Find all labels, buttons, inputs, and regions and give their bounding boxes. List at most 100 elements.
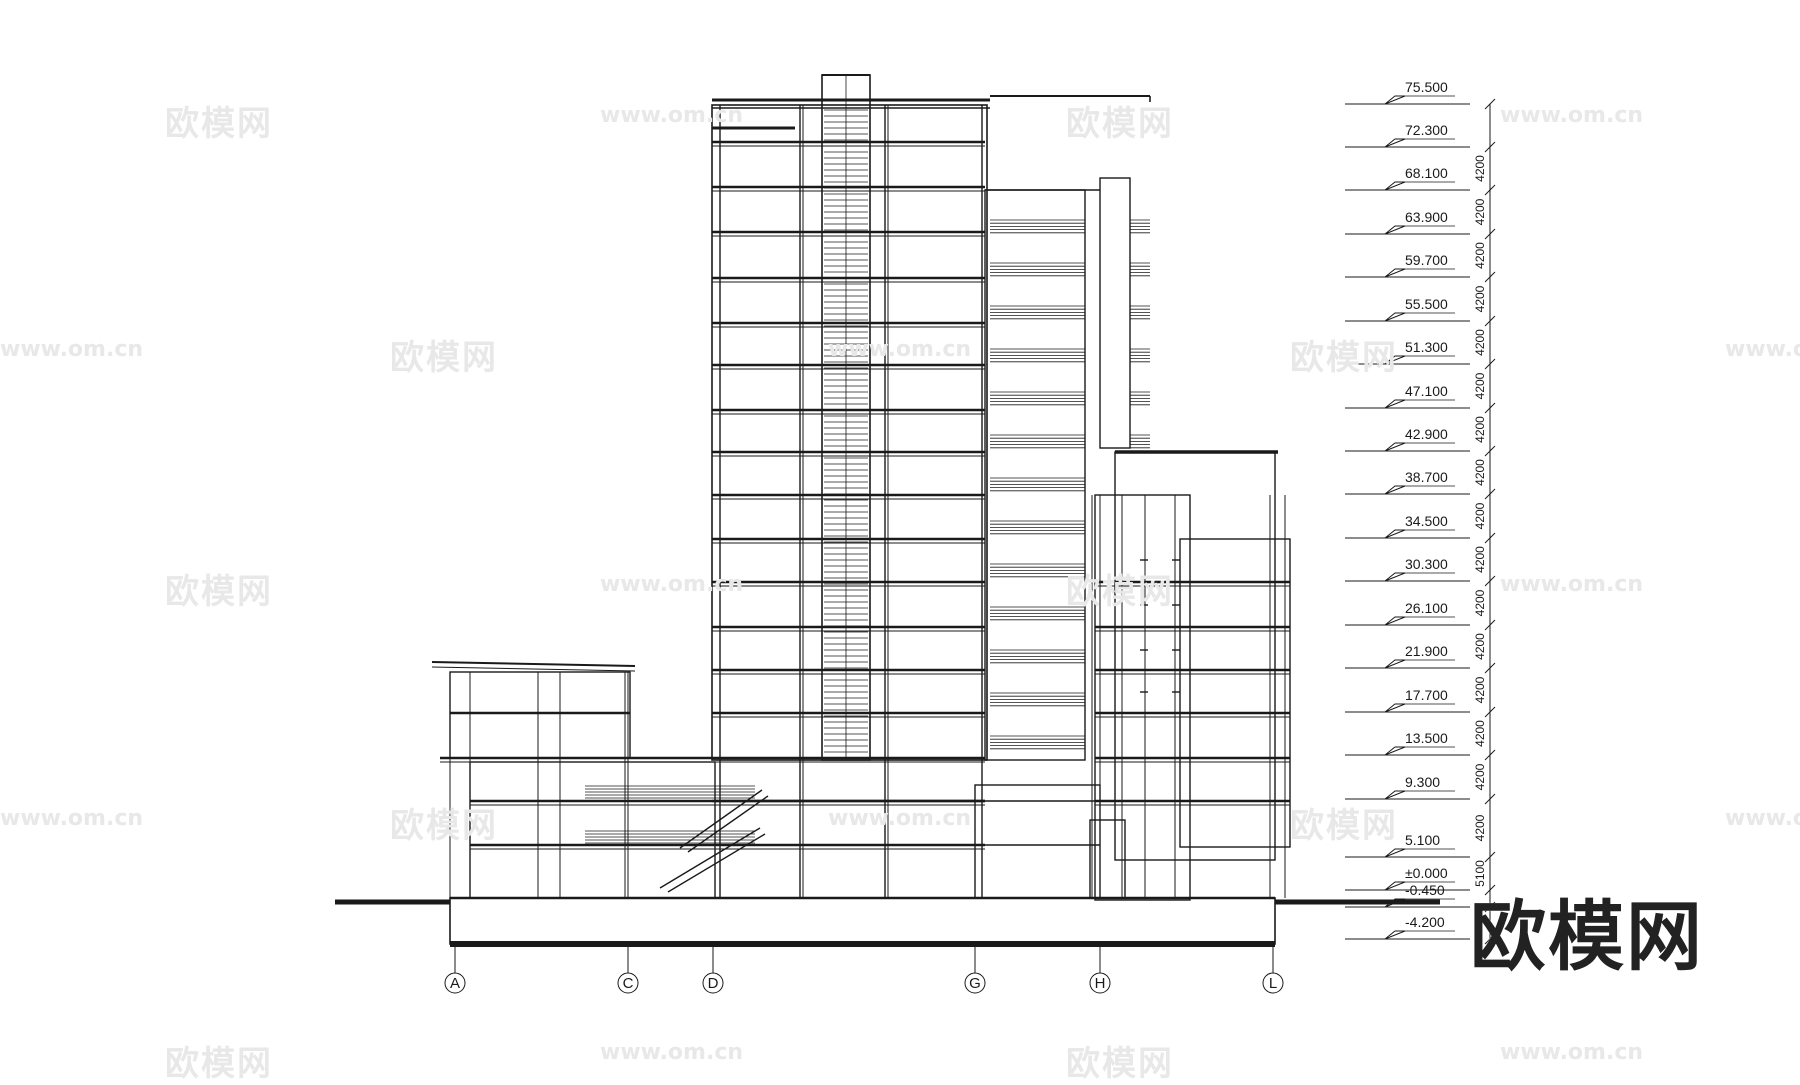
- elevation-label: 17.700: [1405, 687, 1448, 703]
- floor-height-label: 4200: [1473, 198, 1487, 225]
- axis-bubble: [444, 972, 466, 994]
- east-tower: [1099, 177, 1131, 449]
- floor-height-label: 5100: [1473, 860, 1487, 887]
- floor-height-label: 4200: [1473, 329, 1487, 356]
- escalator: [687, 795, 769, 853]
- axis-label: C: [623, 975, 634, 992]
- axis-label: L: [1269, 975, 1277, 992]
- level-symbol: [1384, 881, 1406, 891]
- dimension-tick: [1484, 488, 1496, 500]
- dimension-tick: [1484, 532, 1496, 544]
- level-symbol: [1384, 529, 1406, 539]
- level-symbol: [1384, 746, 1406, 756]
- elevation-label: 30.300: [1405, 556, 1448, 572]
- dimension-tick: [1484, 575, 1496, 587]
- level-symbol: [1384, 442, 1406, 452]
- floor-height-label: 4200: [1473, 372, 1487, 399]
- east-block: [1114, 451, 1276, 861]
- level-symbol: [1384, 485, 1406, 495]
- level-symbol: [1384, 703, 1406, 713]
- elevation-label: 34.500: [1405, 513, 1448, 529]
- axis-bubble: [964, 972, 986, 994]
- elevation-label: 26.100: [1405, 600, 1448, 616]
- elevation-label: 63.900: [1405, 209, 1448, 225]
- podium-canopy: [431, 661, 636, 667]
- dimension-tick: [1484, 358, 1496, 370]
- level-symbol: [1384, 225, 1406, 235]
- level-symbol: [1384, 616, 1406, 626]
- dimension-tick: [1484, 933, 1496, 945]
- elevation-label: 72.300: [1405, 122, 1448, 138]
- elevation-label: -4.200: [1405, 914, 1445, 930]
- dimension-tick: [1484, 851, 1496, 863]
- escalator: [659, 827, 761, 889]
- level-symbol: [1384, 138, 1406, 148]
- dimension-tick: [1484, 445, 1496, 457]
- podium-block: [974, 784, 1101, 899]
- axis-label: H: [1095, 975, 1106, 992]
- level-symbol: [1384, 181, 1406, 191]
- elevation-label: 21.900: [1405, 643, 1448, 659]
- escalator: [679, 789, 763, 849]
- level-symbol: [1384, 268, 1406, 278]
- floor-height-label: 4200: [1473, 676, 1487, 703]
- dimension-tick: [1484, 228, 1496, 240]
- elevation-label: 47.100: [1405, 383, 1448, 399]
- axis-label: D: [708, 975, 719, 992]
- elevation-label: ±0.000: [1405, 865, 1448, 881]
- level-symbol: [1384, 95, 1406, 105]
- axis-bubble: [702, 972, 724, 994]
- podium-upper: [449, 671, 631, 759]
- elevation-scale: 75.500 72.300 68.100 63.900 59.700 55.500 51.3…: [1345, 79, 1496, 945]
- elevation-label: 42.900: [1405, 426, 1448, 442]
- level-symbol: [1384, 312, 1406, 322]
- east-block-inner: [1094, 494, 1191, 901]
- east-block-outer: [1179, 538, 1291, 848]
- floor-height-label: 4200: [1473, 720, 1487, 747]
- level-symbol: [1384, 355, 1406, 365]
- dimension-tick: [1484, 184, 1496, 196]
- elevation-label: -0.450: [1405, 882, 1445, 898]
- axis-bubble: [617, 972, 639, 994]
- elevation-label: 55.500: [1405, 296, 1448, 312]
- dimension-tick: [1484, 98, 1496, 110]
- dimension-tick: [1484, 884, 1496, 896]
- dimension-tick: [1484, 619, 1496, 631]
- floor-height-label: 4200: [1473, 502, 1487, 529]
- elevation-label: 75.500: [1405, 79, 1448, 95]
- level-symbol: [1384, 790, 1406, 800]
- axis-bubble: [1262, 972, 1284, 994]
- elevation-label: 68.100: [1405, 165, 1448, 181]
- elevation-label: 38.700: [1405, 469, 1448, 485]
- axis-label: A: [450, 975, 460, 992]
- dimension-tick: [1484, 793, 1496, 805]
- dimension-tick: [1484, 749, 1496, 761]
- level-symbol: [1384, 930, 1406, 940]
- level-symbol: [1384, 898, 1406, 908]
- floor-height-label: 4200: [1473, 155, 1487, 182]
- level-symbol: [1384, 848, 1406, 858]
- level-symbol: [1384, 659, 1406, 669]
- elevation-label: 5.100: [1405, 832, 1440, 848]
- floor-height-label: 4200: [1473, 546, 1487, 573]
- dimension-tick: [1484, 315, 1496, 327]
- floor-height-label: 4200: [1473, 589, 1487, 616]
- floor-height-label: 4200: [1473, 459, 1487, 486]
- floor-height-label: 4200: [1473, 633, 1487, 660]
- brand-logo: 欧模网: [1470, 892, 1704, 981]
- floor-height-label: 4200: [1473, 416, 1487, 443]
- podium-canopy: [431, 666, 636, 672]
- floor-height-label: 4200: [1473, 814, 1487, 841]
- escalator: [667, 833, 766, 893]
- axis-label: G: [969, 975, 981, 992]
- dimension-tick: [1484, 662, 1496, 674]
- floor-height-label: 4200: [1473, 763, 1487, 790]
- floor-height-label: 4200: [1473, 242, 1487, 269]
- elevation-label: 51.300: [1405, 339, 1448, 355]
- axis-bubble: [1089, 972, 1111, 994]
- elevation-label: 13.500: [1405, 730, 1448, 746]
- level-symbol: [1384, 572, 1406, 582]
- elevation-label: 59.700: [1405, 252, 1448, 268]
